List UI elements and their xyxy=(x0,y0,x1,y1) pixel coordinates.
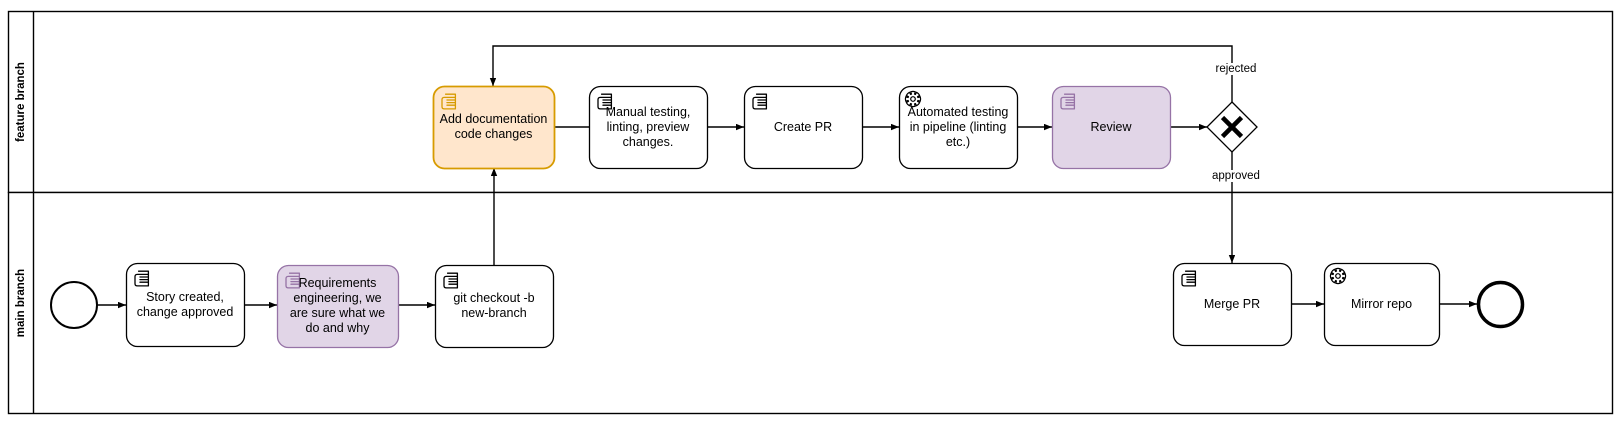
task-requirements-engineering[interactable] xyxy=(276,264,400,349)
manual-task-icon xyxy=(1060,93,1076,110)
manual-task-icon xyxy=(285,272,301,289)
manual-icon-thumb xyxy=(1184,270,1197,276)
manual-icon-thumb xyxy=(446,272,459,278)
start-event[interactable] xyxy=(50,281,98,329)
task-mirror-repo[interactable] xyxy=(1323,262,1441,347)
gear-outer xyxy=(904,90,922,108)
end-event[interactable] xyxy=(1476,280,1525,329)
manual-task-icon xyxy=(134,270,150,287)
manual-icon-thumb xyxy=(755,93,768,99)
edge-label-approved: approved xyxy=(1208,170,1264,182)
task-box[interactable] xyxy=(743,85,864,170)
task-box[interactable] xyxy=(1323,262,1441,347)
task-review[interactable] xyxy=(1051,85,1172,170)
start-event-circle[interactable] xyxy=(50,281,98,329)
task-add-documentation[interactable] xyxy=(432,85,556,170)
manual-task-icon xyxy=(1181,270,1197,287)
lane-title-feature-branch: feature branch xyxy=(14,61,27,142)
gear-hub xyxy=(1335,273,1341,279)
gateway-x-marker xyxy=(1220,115,1244,139)
manual-icon-hand xyxy=(134,273,150,287)
gear-outer xyxy=(1329,267,1347,285)
manual-task-icon xyxy=(441,93,457,110)
lane-title-main-branch: main branch xyxy=(14,268,27,337)
manual-task-icon xyxy=(443,272,459,289)
end-event-circle[interactable] xyxy=(1476,280,1525,329)
manual-task-icon xyxy=(597,93,613,110)
gateway-exclusive-review[interactable] xyxy=(1206,101,1258,153)
edge-label-rejected: rejected xyxy=(1211,63,1261,75)
task-manual-testing[interactable] xyxy=(588,85,709,170)
manual-icon-hand xyxy=(1181,273,1197,287)
manual-icon-hand xyxy=(441,96,457,110)
manual-icon-thumb xyxy=(600,93,613,99)
task-box[interactable] xyxy=(276,264,400,349)
task-box[interactable] xyxy=(898,85,1019,170)
task-merge-pr[interactable] xyxy=(1172,262,1293,347)
task-box[interactable] xyxy=(432,85,556,170)
manual-icon-thumb xyxy=(444,93,457,99)
lanes-layer xyxy=(7,10,1614,415)
manual-icon-thumb xyxy=(1063,93,1076,99)
manual-icon-hand xyxy=(443,275,459,289)
manual-task-icon xyxy=(752,93,768,110)
task-automated-testing[interactable] xyxy=(898,85,1019,170)
nodes-layer xyxy=(50,85,1525,349)
task-box[interactable] xyxy=(1051,85,1172,170)
task-box[interactable] xyxy=(588,85,709,170)
task-box[interactable] xyxy=(434,264,555,349)
gear-hub xyxy=(910,96,916,102)
task-story-created[interactable] xyxy=(125,262,246,348)
manual-icon-thumb xyxy=(137,270,150,276)
manual-icon-thumb xyxy=(288,272,301,278)
edges-layer xyxy=(97,45,1477,309)
service-task-gear-icon xyxy=(904,90,922,108)
manual-icon-hand xyxy=(752,96,768,110)
task-box[interactable] xyxy=(125,262,246,348)
manual-icon-hand xyxy=(597,96,613,110)
manual-icon-hand xyxy=(1060,96,1076,110)
x-stroke-2 xyxy=(1220,115,1244,139)
manual-icon-hand xyxy=(285,275,301,289)
task-create-pr[interactable] xyxy=(743,85,864,170)
service-task-gear-icon xyxy=(1329,267,1347,285)
task-git-checkout[interactable] xyxy=(434,264,555,349)
task-box[interactable] xyxy=(1172,262,1293,347)
